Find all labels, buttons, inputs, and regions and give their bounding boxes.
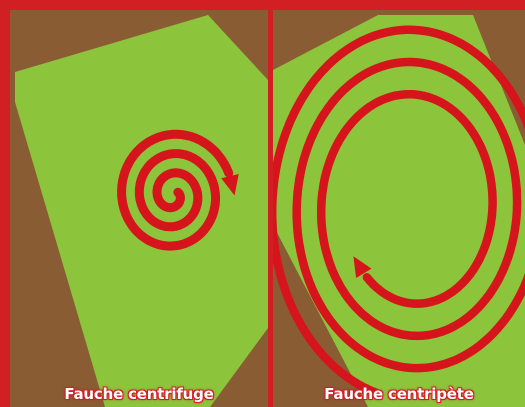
caption-centrifuge: Fauche centrifuge bbox=[10, 385, 268, 403]
centrifuge-illustration bbox=[10, 10, 268, 407]
panel-centripete: Fauche centripète bbox=[273, 10, 525, 407]
centripete-illustration bbox=[273, 10, 525, 407]
caption-centripete: Fauche centripète bbox=[273, 385, 525, 403]
field-parcel bbox=[273, 15, 525, 407]
panel-centrifuge: Fauche centrifuge bbox=[10, 10, 268, 407]
